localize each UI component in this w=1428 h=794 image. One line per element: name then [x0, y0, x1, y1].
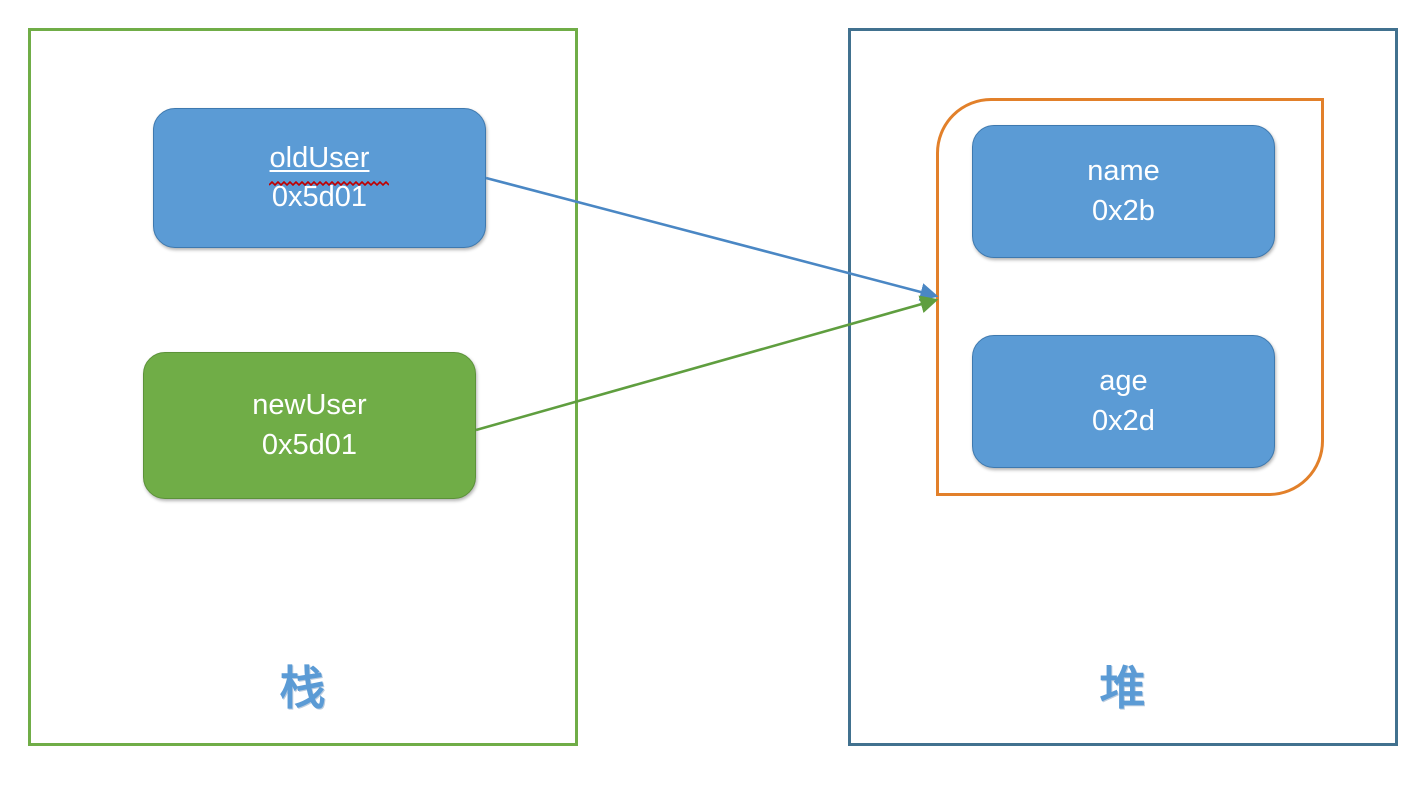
old-user-address-label: 0x5d01 — [271, 181, 368, 213]
stack-box-new-user[interactable]: newUser 0x5d01 — [143, 352, 476, 499]
stack-box-old-user[interactable]: oldUser 0x5d01 — [153, 108, 486, 248]
heap-field-name-address: 0x2b — [1092, 194, 1155, 227]
heap-field-name[interactable]: name 0x2b — [972, 125, 1275, 258]
heap-field-age[interactable]: age 0x2d — [972, 335, 1275, 468]
heap-field-age-label: age — [1099, 365, 1148, 398]
heap-region-label: 堆 — [1099, 662, 1147, 714]
old-user-name-label: oldUser — [268, 139, 389, 187]
new-user-address-label: 0x5d01 — [261, 428, 358, 461]
stack-region-label: 栈 — [279, 662, 327, 714]
heap-field-name-label: name — [1087, 155, 1160, 188]
heap-field-age-address: 0x2d — [1092, 404, 1155, 437]
new-user-name-label: newUser — [252, 389, 367, 422]
old-user-name-text: oldUser — [269, 141, 370, 174]
